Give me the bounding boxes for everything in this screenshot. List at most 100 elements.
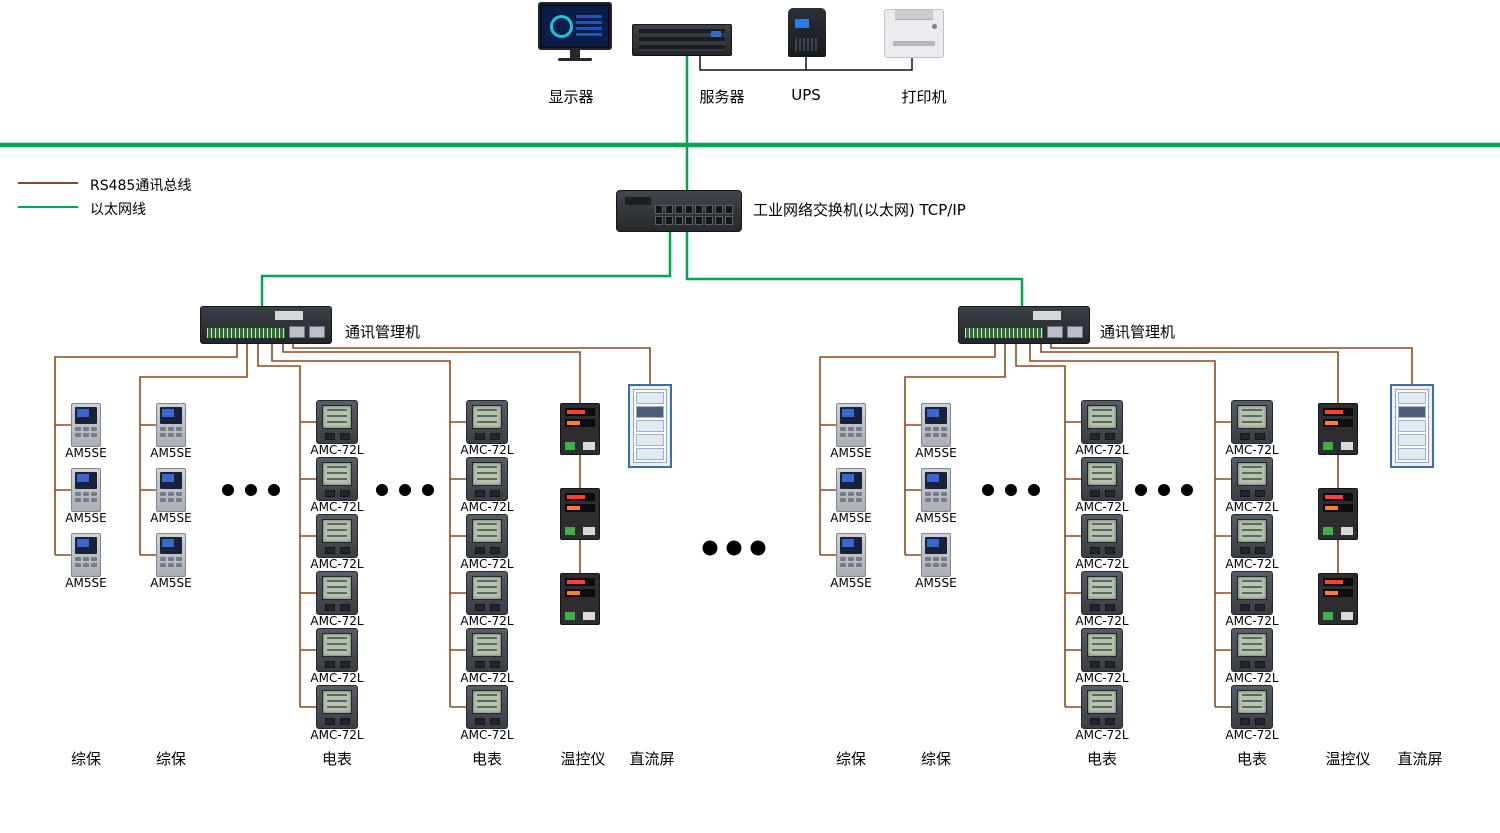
meter-buttons [322,718,352,725]
monitor-graphic [538,2,612,61]
power-meter-device [466,400,508,444]
meter-buttons [472,661,502,668]
monitor-stand [570,50,580,58]
power-meter-device [1231,571,1273,615]
cabinet-slots [1395,389,1429,463]
meter-lcd [472,405,502,429]
category-label: 电表 [1236,750,1267,768]
protection-relay-device [71,533,101,577]
meter-buttons [1237,547,1267,554]
device-model-label: AMC-72L [1225,671,1279,685]
server-label: 服务器 [699,88,745,106]
ups-screen [795,19,809,28]
device-model-label: AM5SE [65,576,107,590]
relay-screen [75,472,97,489]
meter-lcd [472,576,502,600]
device-model-label: AMC-72L [1075,500,1129,514]
category-label: 直流屏 [1397,750,1443,768]
relay-screen [840,407,862,424]
switch-brand-badge [625,197,651,205]
device-model-label: AMC-72L [460,443,514,457]
device-model-label: AMC-72L [1075,614,1129,628]
temp-controller-device [1318,403,1358,455]
server-led [711,31,721,37]
meter-buttons [1237,604,1267,611]
category-label: 电表 [1086,750,1117,768]
meter-lcd [1237,690,1267,714]
ups-graphic [788,8,826,57]
meter-buttons [322,433,352,440]
relay-keys [160,427,182,437]
protection-relay-device [836,468,866,512]
server-graphic [632,24,732,56]
power-meter-device [1081,457,1123,501]
category-label: 综保 [835,750,866,768]
meter-buttons [1237,433,1267,440]
temp-set-button [565,612,575,620]
device-model-label: AM5SE [65,511,107,525]
power-meter-device [1231,514,1273,558]
meter-buttons [472,718,502,725]
device-model-label: AMC-72L [1225,443,1279,457]
legend-ethernet-line [18,206,78,208]
meter-lcd [1237,519,1267,543]
power-meter-device [1231,685,1273,729]
power-meter-device [1081,685,1123,729]
power-meter-device [316,571,358,615]
power-meter-device [1231,400,1273,444]
power-meter-device [466,457,508,501]
protection-relay-device [836,533,866,577]
temp-led-row [565,504,595,512]
relay-keys [925,557,947,567]
temp-led-row [565,419,595,427]
switch-to-left-manager-wire [260,230,672,306]
temp-controller-device [560,488,600,540]
device-model-label: AM5SE [830,446,872,460]
temp-controller-device [560,403,600,455]
monitor-label: 显示器 [548,88,594,106]
protection-relay-device [156,403,186,447]
meter-lcd [472,633,502,657]
meter-buttons [472,604,502,611]
device-model-label: AMC-72L [1225,728,1279,742]
protection-relay-device [156,533,186,577]
comm-manager-terminals [965,328,1043,338]
comm-manager-sticker [1033,311,1061,320]
device-model-label: AM5SE [915,446,957,460]
meter-lcd [322,633,352,657]
ups-vents [795,38,819,51]
relay-keys [160,557,182,567]
category-label: 温控仪 [1325,750,1371,768]
dc-panel-cabinet [1390,384,1434,468]
temp-led-row [565,408,595,416]
dc-panel-column [628,384,672,468]
power-meter-device [466,571,508,615]
switch-ports [655,205,733,225]
meter-buttons [1087,604,1117,611]
switch-label: 工业网络交换机(以太网) TCP/IP [753,201,966,219]
legend-rs485-label: RS485通讯总线 [90,178,192,194]
relay-keys [160,492,182,502]
temp-led-row [1323,493,1353,501]
rs485-left-wires [54,342,651,708]
relay-keys [840,492,862,502]
meter-buttons [1087,490,1117,497]
device-model-label: AMC-72L [310,671,364,685]
temp-set-button [565,442,575,450]
device-model-label: AMC-72L [460,614,514,628]
comm-manager-terminals [207,328,285,338]
device-model-label: AMC-72L [1075,557,1129,571]
device-model-label: AM5SE [915,576,957,590]
protection-relay-device [921,533,951,577]
printer-graphic [884,9,944,58]
legend-rs485-line [18,182,78,184]
category-label: 综保 [70,750,101,768]
meter-lcd [1087,462,1117,486]
power-meter-device [466,514,508,558]
monitor-screen [538,2,612,50]
temp-controller-device [560,573,600,625]
meter-buttons [1087,718,1117,725]
